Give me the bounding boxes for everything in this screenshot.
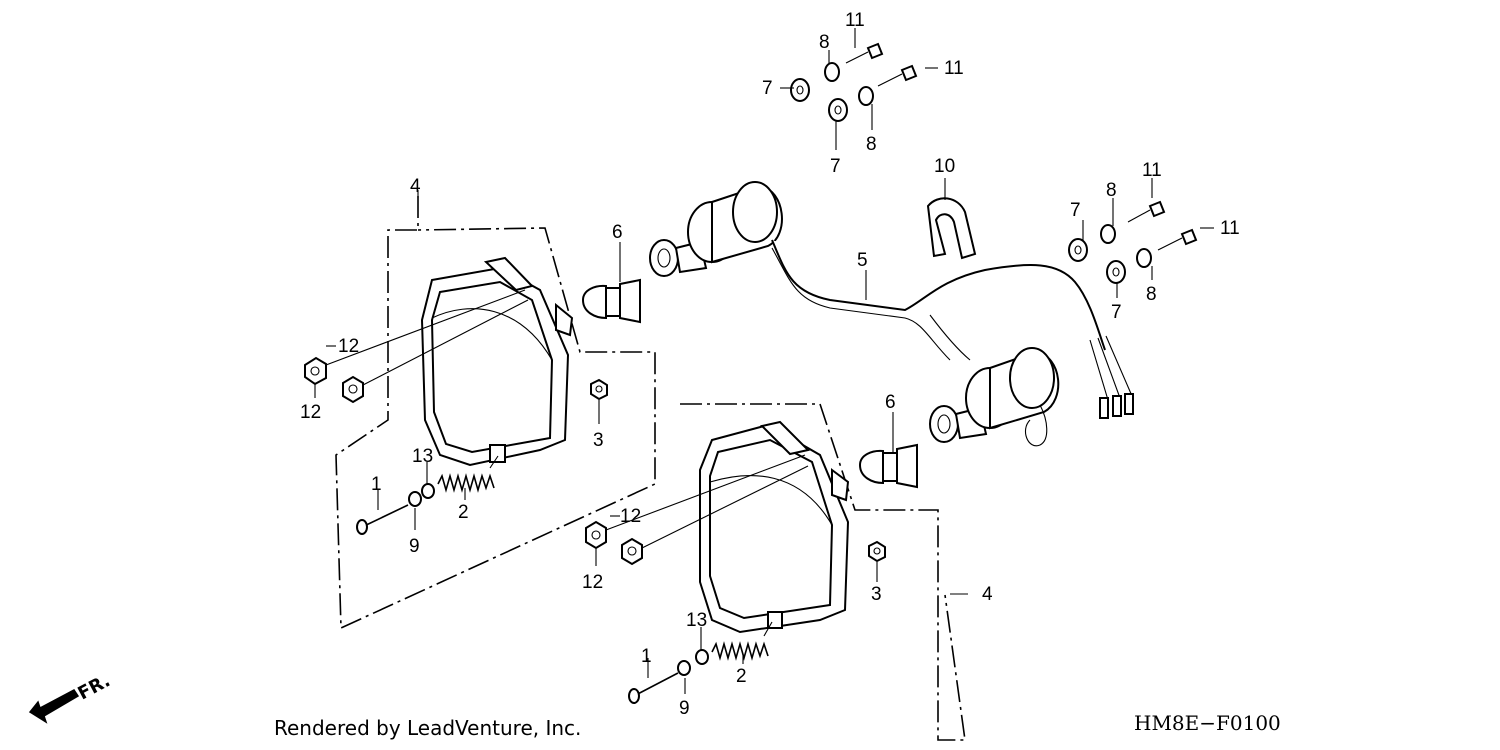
callout-1-left: 1 <box>371 474 382 495</box>
callout-9-right: 9 <box>679 698 690 719</box>
callout-ticks <box>314 345 620 566</box>
callout-numbers: 11 8 11 7 7 8 10 11 8 7 11 7 8 4 6 5 12 … <box>300 10 1240 719</box>
right-headlight-assembly[interactable] <box>585 403 966 741</box>
callout-4-left: 4 <box>410 176 421 197</box>
callout-1-right: 1 <box>641 646 652 667</box>
callout-4-right: 4 <box>982 584 993 605</box>
callout-8-c: 8 <box>1106 180 1117 201</box>
callout-12-d: 12 <box>582 572 603 593</box>
callout-7-a: 7 <box>762 78 773 99</box>
credit-text: Rendered by LeadVenture, Inc. <box>274 716 582 740</box>
washer-13-left <box>421 483 435 499</box>
mounting-hardware-right <box>1068 200 1198 284</box>
screw-1-right <box>628 672 679 704</box>
bulb-6-right <box>858 443 918 489</box>
front-direction-arrow: FR. <box>28 670 114 724</box>
callout-12-b: 12 <box>300 402 321 423</box>
callout-2-left: 2 <box>458 502 469 523</box>
diagram-code: HM8E−F0100 <box>1134 711 1281 735</box>
spring-2-left <box>437 455 499 493</box>
callout-2-right: 2 <box>736 666 747 687</box>
callout-12-c: 12 <box>620 506 641 527</box>
callout-7-c: 7 <box>1070 200 1081 221</box>
callout-11-d: 11 <box>1220 218 1240 239</box>
left-headlight-assembly[interactable] <box>304 196 656 630</box>
washer-9-left <box>408 491 422 507</box>
nut-12-upper-right <box>585 520 607 550</box>
clamp-band-10 <box>926 197 977 260</box>
callout-13-left: 13 <box>412 446 433 467</box>
harness-boot-left <box>687 181 783 264</box>
washer-13-right <box>695 649 709 665</box>
callout-7-b: 7 <box>830 156 841 177</box>
callout-8-a: 8 <box>819 32 830 53</box>
callout-6-right: 6 <box>885 392 896 413</box>
screw-1-left <box>356 504 409 535</box>
bulb-6-left <box>581 278 641 324</box>
callout-3-left: 3 <box>593 430 604 451</box>
callout-7-d: 7 <box>1111 302 1122 323</box>
washer-9-right <box>677 660 691 676</box>
headlight-unit-right <box>699 420 850 634</box>
nut-12-lower <box>342 375 364 404</box>
callout-3-right: 3 <box>871 584 882 605</box>
nut-12-upper <box>304 356 327 386</box>
callout-12-a: 12 <box>338 336 359 357</box>
callout-5: 5 <box>857 250 868 271</box>
nut-3-right <box>868 540 886 563</box>
nut-12-lower-right <box>621 537 643 566</box>
callout-11-b: 11 <box>944 58 964 79</box>
callout-6-left: 6 <box>612 222 623 243</box>
headlight-unit-left <box>420 256 574 467</box>
callout-9-left: 9 <box>409 536 420 557</box>
callout-13-right: 13 <box>686 610 707 631</box>
callout-8-d: 8 <box>1146 284 1157 305</box>
nut-3-left <box>590 378 608 401</box>
spring-2-right <box>711 621 773 661</box>
leader-lines <box>377 28 1214 694</box>
callout-11-c: 11 <box>1142 160 1162 181</box>
callout-10: 10 <box>934 156 955 177</box>
callout-11-a: 11 <box>845 10 865 31</box>
callout-8-b: 8 <box>866 134 877 155</box>
harness-boot-right <box>965 347 1060 430</box>
wire-harness-5 <box>771 239 1134 447</box>
front-direction-label: FR. <box>74 670 113 704</box>
mounting-hardware-top <box>790 42 918 122</box>
